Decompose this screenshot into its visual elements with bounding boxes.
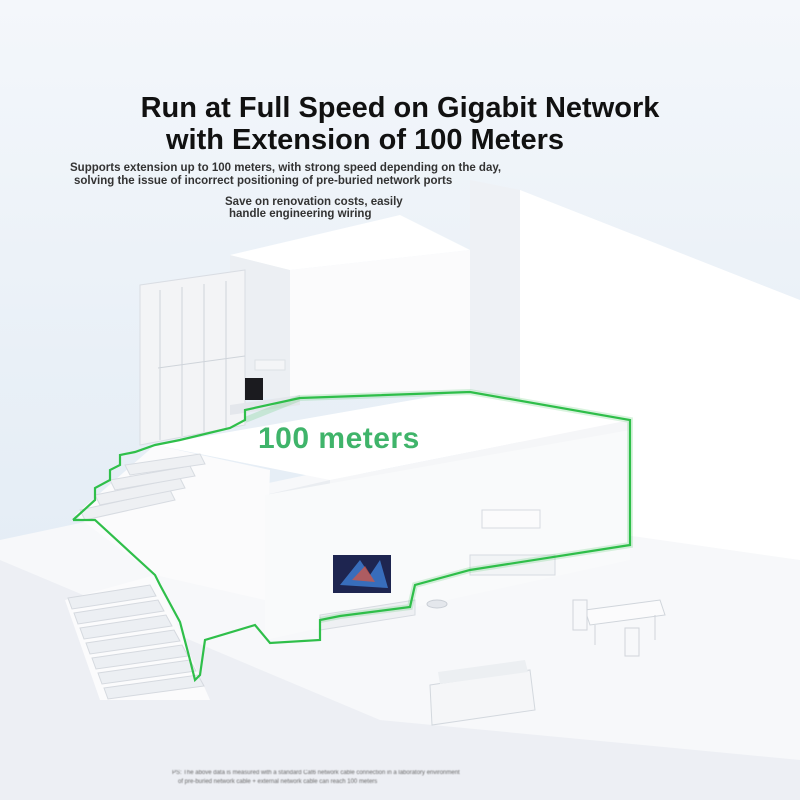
note-line-2: handle engineering wiring	[229, 208, 372, 220]
title-line-1: Run at Full Speed on Gigabit Network	[140, 92, 660, 124]
router-device	[245, 378, 263, 400]
ac-unit	[481, 509, 541, 529]
dining-set	[572, 599, 666, 657]
note-line-1: Save on renovation costs, easily	[225, 196, 403, 208]
title-line-2: with Extension of 100 Meters	[165, 124, 565, 156]
distance-label: 100 meters	[258, 422, 420, 455]
wardrobe	[139, 269, 246, 446]
page-title: Run at Full Speed on Gigabit Network wit…	[0, 92, 800, 156]
wall-shelf	[254, 359, 286, 371]
upper-box-front	[290, 250, 470, 400]
floor-edge	[0, 560, 800, 800]
subtitle-line-1: Supports extension up to 100 meters, wit…	[70, 162, 502, 174]
note: Save on renovation costs, easily handle …	[225, 196, 485, 220]
upper-box-top	[230, 215, 470, 270]
footnote: PS: The above data is measured with a st…	[172, 769, 642, 787]
robot-vacuum	[426, 599, 448, 609]
sofa	[429, 660, 536, 726]
footnote-line-2: of pre-buried network cable + external n…	[178, 779, 378, 785]
network-cable-path	[72, 390, 632, 683]
footnote-line-1: PS: The above data is measured with a st…	[172, 770, 460, 776]
subtitle-line-2: solving the issue of incorrect positioni…	[74, 175, 453, 187]
subtitle: Supports extension up to 100 meters, wit…	[70, 162, 630, 188]
mid-platform-top	[155, 390, 630, 480]
